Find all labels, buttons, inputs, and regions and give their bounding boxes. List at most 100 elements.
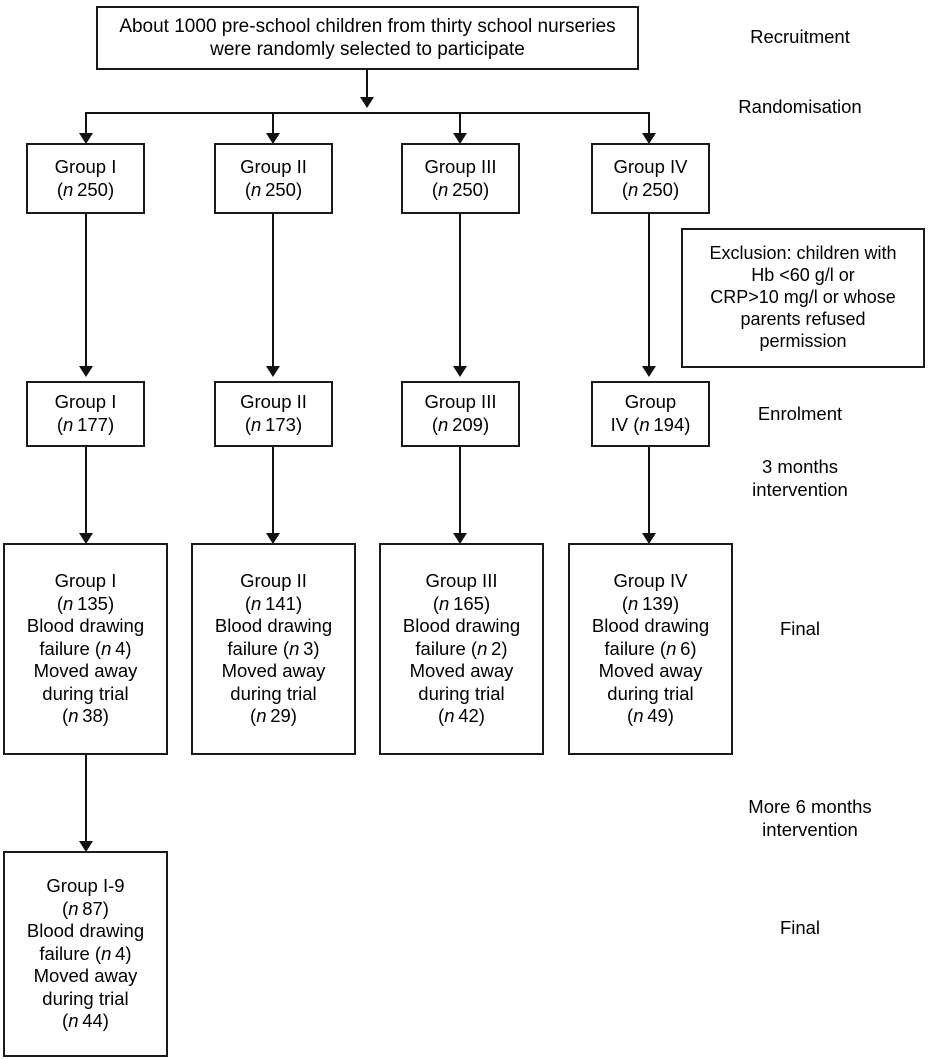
moved-away-n-value: 49 [647,705,668,727]
arrowhead-group-ii-to-enrolment [266,366,280,377]
final-box-group-iii: Group III (n 165) Blood drawing failure … [379,543,544,755]
during-trial-line: during trial [42,682,129,704]
n-value: 173 [265,414,296,435]
n-value: 177 [77,414,108,435]
connector-group-ii-to-enrolment [272,214,274,367]
n-value: 139 [642,592,673,614]
randomisation-box-group-iv: Group IV (n 250) [591,143,710,214]
blood-drawing-line: Blood drawing [26,615,145,637]
group-label: Group IV [613,155,688,177]
randomisation-bus [85,112,650,114]
moved-away-n-value: 44 [82,1010,103,1032]
group-n: (n 250) [56,178,115,200]
group-n: (n 177) [56,414,115,435]
enrolment-box-group-ii: Group II (n 173) [214,381,333,447]
group-label: Group III [424,155,497,177]
group-label: Group [624,391,677,413]
moved-away-n-value: 42 [458,705,479,727]
enrolment-box-group-iv: Group IV (n 194) [591,381,710,447]
stage-label-randomisation: Randomisation [700,96,900,119]
group-n: (n 139) [621,592,680,614]
connector-group-iv-to-enrolment [648,214,650,367]
connector-enrolment-iii-to-final [459,447,461,535]
connector-bus-to-group-ii [272,112,274,136]
group-n: (n 135) [56,592,115,614]
during-trial-line: during trial [42,987,129,1009]
stage-label-more-six-months-line-1: More 6 months [748,796,872,817]
n-value: 194 [653,414,685,435]
randomisation-box-group-iii: Group III (n 250) [401,143,520,214]
stage-label-final-second-line-1: Final [779,917,821,938]
connector-bus-to-group-iv [648,112,650,136]
n-value: 250 [265,178,296,200]
blood-drawing-line: Blood drawing [214,615,333,637]
n-value: 165 [453,592,484,614]
final-box-group-iv: Group IV (n 139) Blood drawing failure (… [568,543,733,755]
exclusion-line-2: Hb <60 g/l or [751,265,855,286]
stage-label-enrolment-line-1: Enrolment [757,403,843,424]
recruitment-line-1: About 1000 pre-school children from thir… [119,15,616,37]
group-label: Group I-9 [46,875,125,897]
n-value: 87 [82,897,103,919]
exclusion-box: Exclusion: children with Hb <60 g/l or C… [681,228,925,368]
connector-final-i-to-extended [85,755,87,843]
exclusion-line-3: CRP>10 mg/l or whose [710,287,896,308]
moved-away-n: (n 49) [627,705,674,727]
moved-away-n-value: 38 [82,705,103,727]
during-trial-line: during trial [230,682,317,704]
stage-label-more-six-months-line-2: intervention [762,818,858,840]
blood-drawing-line: Blood drawing [26,920,145,942]
group-n: (n 165) [432,592,491,614]
group-n: (n 209) [431,414,490,435]
connector-enrolment-i-to-final [85,447,87,535]
failure-n: failure (n 4) [39,942,132,964]
arrowhead-bus-to-group-iv [642,133,656,144]
final-box-group-i: Group I (n 135) Blood drawing failure (n… [3,543,168,755]
stage-label-final-first: Final [700,618,900,641]
arrowhead-bus-to-group-i [79,133,93,144]
moved-away-line: Moved away [409,660,514,682]
moved-away-n-value: 29 [270,705,291,727]
failure-n-value: 2 [491,637,502,659]
moved-away-line: Moved away [221,660,326,682]
failure-n: failure (n 3) [227,637,320,659]
group-label: Group I [54,155,117,177]
group-label: Group I [54,391,117,413]
stage-label-recruitment: Recruitment [700,26,900,49]
n-value: 209 [452,414,483,435]
arrowhead-group-i-to-enrolment [79,366,93,377]
moved-away-n: (n 29) [250,705,297,727]
group-label: Group III [425,570,498,592]
connector-recruitment-down [366,70,368,100]
recruitment-box: About 1000 pre-school children from thir… [96,6,639,70]
moved-away-line: Moved away [33,965,138,987]
final-box-group-ii: Group II (n 141) Blood drawing failure (… [191,543,356,755]
stage-label-three-months-line-2: intervention [752,478,848,500]
failure-n-value: 4 [115,942,126,964]
arrowhead-group-iii-to-enrolment [453,366,467,377]
connector-bus-to-group-i [85,112,87,136]
stage-label-final-second: Final [700,917,900,940]
randomisation-box-group-i: Group I (n 250) [26,143,145,214]
arrowhead-bus-to-group-ii [266,133,280,144]
group-n: (n 250) [244,178,303,200]
during-trial-line: during trial [418,682,505,704]
group-label: Group II [240,155,307,177]
blood-drawing-line: Blood drawing [402,615,521,637]
failure-n-value: 4 [115,637,126,659]
connector-bus-to-group-iii [459,112,461,136]
moved-away-n: (n 44) [62,1010,109,1032]
arrowhead-enrolment-iv-to-final [642,533,656,544]
enrolment-box-group-iii: Group III (n 209) [401,381,520,447]
failure-n: failure (n 4) [39,637,132,659]
group-label: Group II [240,570,307,592]
moved-away-n: (n 38) [62,705,109,727]
group-n: (n 173) [244,414,303,435]
stage-label-final-first-line-1: Final [779,618,821,639]
arrowhead-enrolment-ii-to-final [266,533,280,544]
failure-n-value: 3 [303,637,314,659]
n-value: 250 [77,178,108,200]
group-n: (n 250) [431,178,490,200]
arrowhead-enrolment-i-to-final [79,533,93,544]
